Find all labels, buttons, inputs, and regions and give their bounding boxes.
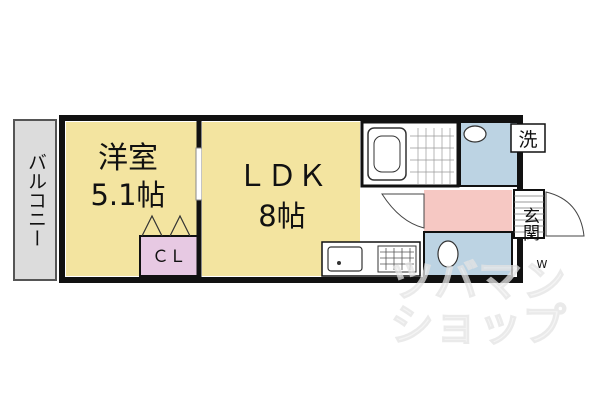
entrance-door bbox=[545, 191, 585, 237]
bath-tile-grid bbox=[410, 128, 454, 184]
hallway bbox=[424, 190, 512, 232]
balcony-area bbox=[13, 119, 57, 281]
kitchen-counter bbox=[321, 241, 421, 277]
kitchen-sink bbox=[327, 246, 363, 272]
ldk-room-lower bbox=[202, 192, 320, 276]
washbasin bbox=[463, 125, 487, 143]
entrance-label: 玄関 bbox=[519, 207, 539, 241]
bathtub bbox=[367, 127, 407, 181]
bathtub-inner bbox=[373, 135, 401, 173]
ldk-room-name: ＬＤＫ bbox=[237, 159, 327, 194]
unit-bath bbox=[360, 120, 460, 188]
toilet-bowl bbox=[437, 240, 459, 268]
watermark-line-1: ツバマン bbox=[390, 256, 566, 307]
laundry-label: 洗 bbox=[518, 129, 537, 151]
entrance-hatch bbox=[514, 195, 544, 233]
closet bbox=[139, 235, 199, 277]
partition-door bbox=[195, 147, 203, 201]
western-room-size: 5.1帖 bbox=[90, 178, 165, 212]
western-room-name: 洋室 bbox=[98, 141, 158, 176]
balcony-label: バルコニー bbox=[25, 153, 47, 248]
laundry-space bbox=[510, 123, 546, 153]
stove-grid bbox=[380, 248, 414, 270]
closet-door bbox=[141, 214, 191, 237]
ldk-room-size: 8帖 bbox=[258, 199, 305, 233]
sink-drain bbox=[337, 261, 341, 265]
stove bbox=[377, 245, 417, 273]
wash-machine-mark: W bbox=[537, 258, 548, 271]
closet-label: ＣＬ bbox=[152, 247, 186, 267]
hall-door-arc bbox=[381, 193, 425, 229]
watermark-line-2: ショップ bbox=[390, 300, 566, 351]
